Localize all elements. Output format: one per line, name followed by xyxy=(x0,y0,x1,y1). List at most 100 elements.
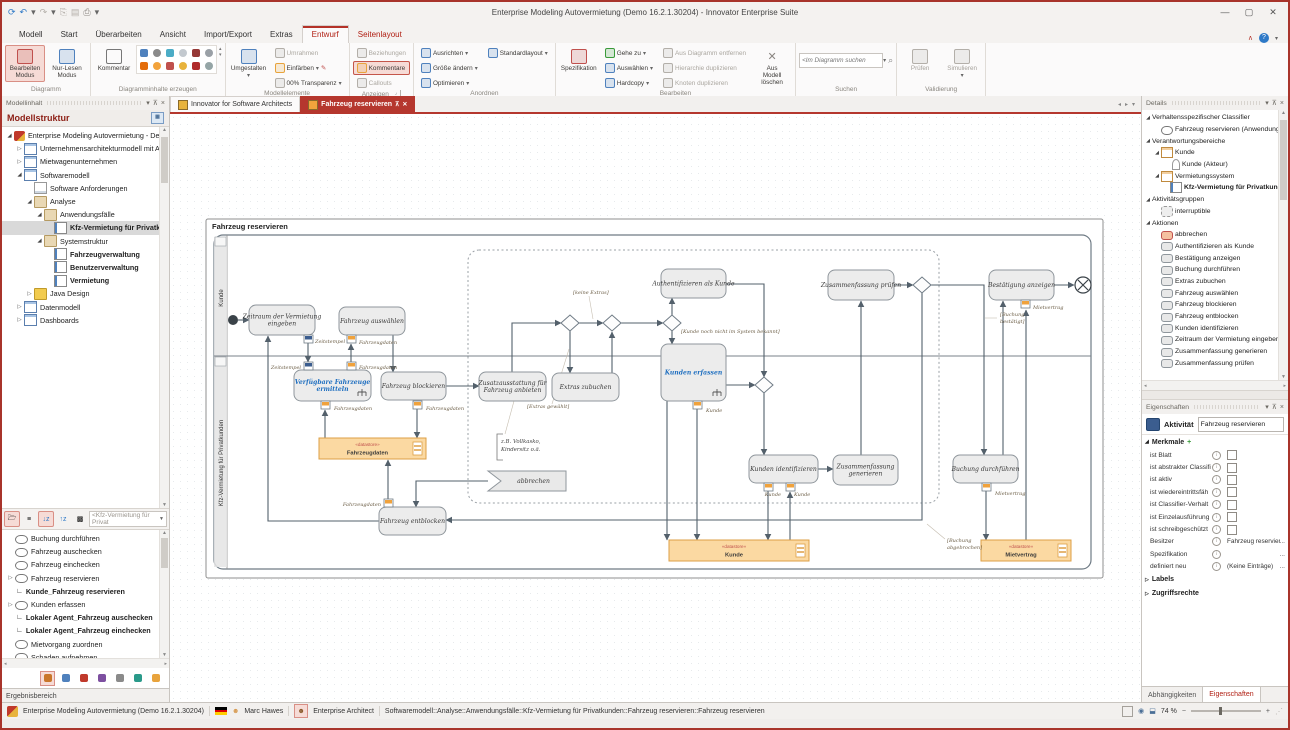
details-item-aktivitätsgruppen[interactable]: ◢Aktivitätsgruppen xyxy=(1142,194,1288,206)
ribbon-tab-seitenlayout[interactable]: Seitenlayout xyxy=(357,30,402,39)
action-node[interactable]: Fahrzeug entblocken xyxy=(378,506,447,536)
list-item-mietvorgang-zuordnen[interactable]: Mietvorgang zuordnen xyxy=(2,638,169,651)
print-icon[interactable]: ⎙ xyxy=(83,7,91,17)
undo-dropdown-icon[interactable]: ▾ xyxy=(31,7,36,17)
sidebar-item-softwaremodell[interactable]: ◢Softwaremodell xyxy=(2,169,169,182)
shape-palette[interactable] xyxy=(136,45,217,74)
zoom-fit-icon[interactable]: ⬓ xyxy=(1149,708,1156,715)
palette-shape-icon[interactable] xyxy=(203,60,215,72)
button-hardcopy[interactable]: Hardcopy▾ xyxy=(601,76,657,90)
notebook-category-icon[interactable] xyxy=(94,671,109,686)
search-dropdown-icon[interactable]: ▾ xyxy=(883,58,887,64)
action-node[interactable]: Fahrzeug auswählen xyxy=(338,306,406,336)
tab-close-icon[interactable]: ✕ xyxy=(402,102,408,108)
collapsed-icon[interactable]: ▷ xyxy=(8,601,13,608)
properties-close-icon[interactable]: × xyxy=(1279,403,1284,411)
minimize-button[interactable]: — xyxy=(1220,7,1230,17)
tree-scrollbar[interactable]: ▲▼ xyxy=(159,127,169,508)
maximize-button[interactable]: ▢ xyxy=(1244,7,1254,17)
details-item-fahrzeug-auswählen[interactable]: Fahrzeug auswählen xyxy=(1142,287,1288,299)
pin[interactable] xyxy=(346,361,357,371)
property-more-button[interactable]: ... xyxy=(1279,538,1286,546)
button-knoten-duplizieren[interactable]: Knoten duplizieren xyxy=(659,76,750,90)
property-more-button[interactable]: ... xyxy=(1279,563,1286,571)
document-tab-innovatorforsoftware[interactable]: Innovator for Software Architects xyxy=(170,96,301,112)
list-item-fahrzeug-einchecken[interactable]: Fahrzeug einchecken xyxy=(2,558,169,571)
details-hscrollbar[interactable]: ◂▸ xyxy=(1142,380,1288,390)
sidebar-item-vermietung[interactable]: Vermietung xyxy=(2,274,169,287)
action-node[interactable]: Kunden identifizieren xyxy=(748,454,819,484)
qat-more-icon[interactable]: ▾ xyxy=(94,7,100,17)
details-item-vermietungssystem[interactable]: ◢Vermietungssystem xyxy=(1142,170,1288,182)
sidebar-item-kfz-vermietung-für-privatkunde[interactable]: Kfz-Vermietung für Privatkunden xyxy=(2,221,169,235)
button-prüfen[interactable]: Prüfen xyxy=(900,45,940,75)
collapsed-icon[interactable]: ▷ xyxy=(17,304,22,311)
list-item-fahrzeug-reservieren[interactable]: ▷Fahrzeug reservieren xyxy=(2,572,169,585)
copy-icon[interactable]: ⎘ xyxy=(59,7,67,17)
section-zugriffsrechte[interactable]: ▷Zugriffsrechte xyxy=(1145,590,1199,598)
palette-shape-icon[interactable] xyxy=(177,60,189,72)
paste-icon[interactable]: ▤ xyxy=(70,7,80,17)
sidebar-item-systemstruktur[interactable]: ◢Systemstruktur xyxy=(2,235,169,248)
language-flag-icon[interactable] xyxy=(214,707,227,716)
collapsed-icon[interactable]: ▷ xyxy=(17,145,22,152)
sidebar-item-unternehmensarchitekturmodell-[interactable]: ▷Unternehmensarchitekturmodell mit Arc xyxy=(2,142,169,155)
expanded-icon[interactable]: ◢ xyxy=(1146,114,1150,121)
list-view-icon[interactable]: ≡ xyxy=(26,515,32,523)
details-item-bestätigung-anzeigen[interactable]: Bestätigung anzeigen xyxy=(1142,252,1288,264)
expanded-icon[interactable]: ◢ xyxy=(1146,196,1150,203)
palette-shape-icon[interactable] xyxy=(151,47,163,59)
properties-dropdown-icon[interactable]: ▾ xyxy=(1265,404,1269,411)
details-scrollbar[interactable]: ▲▼ xyxy=(1278,110,1288,380)
datastore-node[interactable]: «datastore»Fahrzeugdaten xyxy=(318,437,427,460)
document-tab-fahrzeugreservieren[interactable]: Fahrzeug reservieren⊼✕ xyxy=(300,96,416,112)
action-node[interactable]: Authentifizieren als Kunde xyxy=(651,268,735,299)
pin[interactable] xyxy=(1020,299,1031,309)
list-item-fahrzeug-auschecken[interactable]: Fahrzeug auschecken xyxy=(2,545,169,558)
action-node[interactable]: Kunden erfassen xyxy=(660,343,727,402)
button-gehe-zu[interactable]: Gehe zu▾ xyxy=(601,46,657,60)
sidebar-item-fahrzeugverwaltung[interactable]: Fahrzeugverwaltung xyxy=(2,248,169,261)
action-node[interactable]: Fahrzeug blockieren xyxy=(380,371,447,401)
collapsed-icon[interactable]: ▷ xyxy=(17,317,22,324)
filter-icon[interactable]: ▩ xyxy=(76,516,84,523)
button-ausrichten[interactable]: Ausrichten▾ xyxy=(417,46,482,60)
lane-collapse-box[interactable] xyxy=(214,356,227,367)
details-close-icon[interactable]: × xyxy=(1279,99,1284,107)
details-dropdown-icon[interactable]: ▾ xyxy=(1265,100,1269,107)
button-kommentar[interactable]: Kommentar xyxy=(94,45,134,75)
zoom-slider-thumb[interactable] xyxy=(1218,707,1222,715)
sidebar-item-datenmodell[interactable]: ▷Datenmodell xyxy=(2,300,169,314)
collapsed-icon[interactable]: ▷ xyxy=(8,575,13,582)
palette-scroll[interactable]: ▴▾ xyxy=(219,46,222,58)
collapsed-icon[interactable]: ▷ xyxy=(27,290,32,297)
button-00--transparenz[interactable]: 00% Transparenz▾ xyxy=(271,76,346,90)
button-aus-diagramm-entfernen[interactable]: Aus Diagramm entfernen xyxy=(659,46,750,60)
list-item-schaden-aufnehmen[interactable]: Schaden aufnehmen xyxy=(2,651,169,658)
button-spezifikation[interactable]: Spezifikation xyxy=(559,45,599,75)
button-umrahmen[interactable]: Umrahmen xyxy=(271,46,346,60)
tree-view-icon[interactable]: 🗁 xyxy=(4,511,20,527)
sidebar-item-benutzerverwaltung[interactable]: Benutzerverwaltung xyxy=(2,261,169,274)
expanded-icon[interactable]: ◢ xyxy=(1146,138,1150,145)
decision-node[interactable] xyxy=(754,376,774,394)
usecase-category-icon[interactable] xyxy=(40,670,55,686)
button-einfärben[interactable]: Einfärben▾✎ xyxy=(271,61,346,75)
palette-shape-icon[interactable] xyxy=(203,47,215,59)
details-item-interruptible[interactable]: interruptible xyxy=(1142,205,1288,218)
button-grö-e-ändern[interactable]: Größe ändern▾ xyxy=(417,61,482,75)
sidebar-item-software-anforderungen[interactable]: Software Anforderungen xyxy=(2,182,169,195)
diagram-category-icon[interactable] xyxy=(58,671,73,686)
palette-shape-icon[interactable] xyxy=(151,60,163,72)
pin[interactable] xyxy=(383,498,394,508)
button-umgestalten[interactable]: Umgestalten▾ xyxy=(229,45,269,82)
details-item-verhaltensspezifischer-classif[interactable]: ◢Verhaltensspezifischer Classifier xyxy=(1142,112,1288,124)
decision-node[interactable] xyxy=(560,314,580,332)
search-icon[interactable]: ⌕ xyxy=(888,55,894,65)
button-kommentare[interactable]: Kommentare xyxy=(352,61,410,75)
